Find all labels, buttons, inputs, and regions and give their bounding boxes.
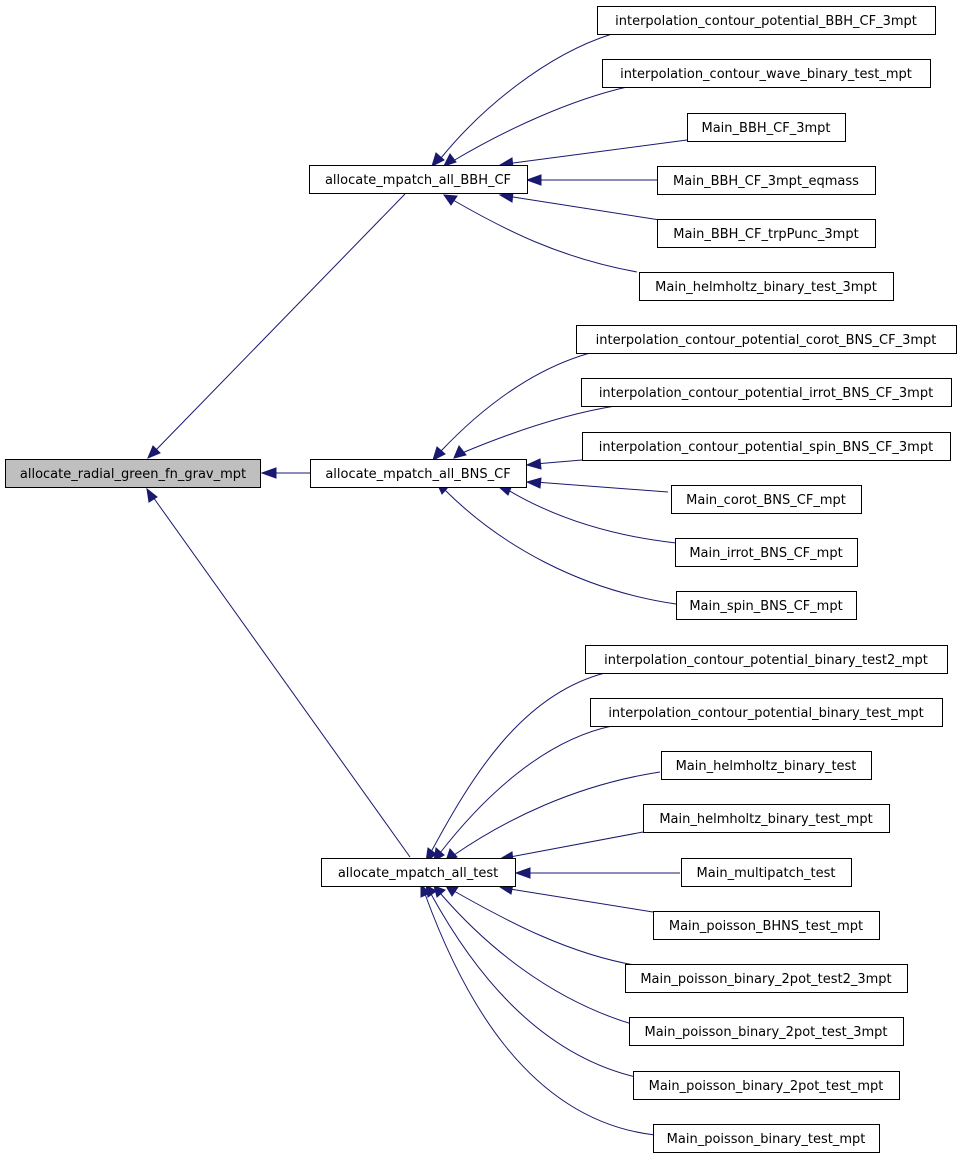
node-test-c1[interactable]: interpolation_contour_potential_binary_t… bbox=[585, 645, 948, 674]
node-test-label: allocate_mpatch_all_test bbox=[338, 866, 498, 881]
arrowhead-test-7 bbox=[445, 885, 459, 897]
node-bns[interactable]: allocate_mpatch_all_BNS_CF bbox=[310, 459, 527, 488]
node-bns-c5-label: Main_irrot_BNS_CF_mpt bbox=[689, 546, 842, 561]
arrowhead-bbh-1 bbox=[431, 152, 445, 167]
arrowhead-test-5 bbox=[514, 867, 531, 879]
edge-test-c7 bbox=[453, 890, 641, 967]
edge-bns-c5 bbox=[507, 489, 677, 544]
node-test-c6[interactable]: Main_poisson_BHNS_test_mpt bbox=[653, 911, 880, 940]
node-root-label: allocate_radial_green_fn_grav_mpt bbox=[20, 467, 246, 482]
edge-test-c4 bbox=[509, 831, 644, 858]
node-bns-c5[interactable]: Main_irrot_BNS_CF_mpt bbox=[675, 538, 858, 567]
node-bns-c4-label: Main_corot_BNS_CF_mpt bbox=[686, 493, 846, 508]
node-test[interactable]: allocate_mpatch_all_test bbox=[321, 858, 516, 887]
node-bns-c6[interactable]: Main_spin_BNS_CF_mpt bbox=[676, 591, 857, 620]
edge-test-c1 bbox=[430, 672, 606, 853]
nodes-layer: allocate_radial_green_fn_grav_mpt alloca… bbox=[5, 6, 957, 1153]
node-bns-c3[interactable]: interpolation_contour_potential_spin_BNS… bbox=[582, 432, 951, 461]
node-bbh-label: allocate_mpatch_all_BBH_CF bbox=[325, 173, 511, 188]
node-test-c9-label: Main_poisson_binary_2pot_test_mpt bbox=[649, 1079, 884, 1094]
node-bbh[interactable]: allocate_mpatch_all_BBH_CF bbox=[309, 165, 528, 194]
node-bns-c6-label: Main_spin_BNS_CF_mpt bbox=[689, 599, 842, 614]
arrowhead-bns-3 bbox=[525, 458, 542, 470]
node-bbh-c2[interactable]: interpolation_contour_wave_binary_test_m… bbox=[602, 59, 931, 88]
node-test-c5-label: Main_multipatch_test bbox=[697, 866, 836, 881]
arrowhead-bbh-6 bbox=[442, 194, 458, 206]
node-bbh-c6-label: Main_helmholtz_binary_test_3mpt bbox=[655, 280, 877, 295]
edge-bns-c6 bbox=[444, 489, 677, 605]
arrowhead-bbh-4 bbox=[525, 174, 542, 186]
node-bns-c1[interactable]: interpolation_contour_potential_corot_BN… bbox=[576, 325, 957, 354]
node-bbh-c1-label: interpolation_contour_potential_BBH_CF_3… bbox=[615, 14, 917, 29]
node-test-c10[interactable]: Main_poisson_binary_test_mpt bbox=[653, 1124, 880, 1153]
arrowhead-bns-1 bbox=[432, 446, 446, 461]
node-bbh-c5[interactable]: Main_BBH_CF_trpPunc_3mpt bbox=[657, 219, 876, 248]
node-bbh-c4-label: Main_BBH_CF_3mpt_eqmass bbox=[673, 174, 859, 189]
edge-test-c6 bbox=[509, 888, 654, 913]
node-bns-c2-label: interpolation_contour_potential_irrot_BN… bbox=[599, 386, 933, 401]
node-bns-c4[interactable]: Main_corot_BNS_CF_mpt bbox=[671, 485, 862, 514]
node-bbh-c6[interactable]: Main_helmholtz_binary_test_3mpt bbox=[639, 272, 894, 301]
node-test-c1-label: interpolation_contour_potential_binary_t… bbox=[604, 653, 928, 668]
node-test-c2[interactable]: interpolation_contour_potential_binary_t… bbox=[590, 698, 943, 727]
node-test-c4[interactable]: Main_helmholtz_binary_test_mpt bbox=[643, 804, 890, 833]
node-test-c2-label: interpolation_contour_potential_binary_t… bbox=[608, 706, 923, 721]
node-bns-label: allocate_mpatch_all_BNS_CF bbox=[325, 467, 510, 482]
edge-bns-c4 bbox=[534, 481, 669, 493]
node-test-c8[interactable]: Main_poisson_binary_2pot_test_3mpt bbox=[629, 1017, 904, 1046]
node-bbh-c3-label: Main_BBH_CF_3mpt bbox=[702, 121, 831, 136]
edge-bns-c1 bbox=[440, 352, 591, 452]
node-test-c3-label: Main_helmholtz_binary_test bbox=[676, 759, 857, 774]
node-root[interactable]: allocate_radial_green_fn_grav_mpt bbox=[5, 459, 261, 488]
edge-test-c10 bbox=[424, 893, 656, 1136]
node-test-c9[interactable]: Main_poisson_binary_2pot_test_mpt bbox=[633, 1071, 900, 1100]
arrowheads-layer bbox=[146, 152, 542, 898]
edge-bbh-to-root bbox=[154, 193, 406, 452]
node-bbh-c1[interactable]: interpolation_contour_potential_BBH_CF_3… bbox=[597, 6, 936, 35]
arrowhead-bbh-2 bbox=[443, 153, 457, 167]
node-test-c7[interactable]: Main_poisson_binary_2pot_test2_3mpt bbox=[625, 964, 908, 993]
node-test-c10-label: Main_poisson_binary_test_mpt bbox=[667, 1132, 866, 1147]
node-bbh-c5-label: Main_BBH_CF_trpPunc_3mpt bbox=[673, 227, 858, 242]
edge-test-c8 bbox=[439, 892, 636, 1026]
node-test-c7-label: Main_poisson_binary_2pot_test2_3mpt bbox=[640, 972, 891, 987]
arrowhead-root-from-bbh bbox=[147, 445, 161, 459]
arrowhead-root-from-bns bbox=[260, 467, 277, 479]
node-test-c5[interactable]: Main_multipatch_test bbox=[681, 858, 852, 887]
edge-bbh-c2 bbox=[452, 86, 628, 162]
edge-bns-c3 bbox=[534, 459, 583, 465]
node-bbh-c2-label: interpolation_contour_wave_binary_test_m… bbox=[620, 67, 912, 82]
edge-test-c3 bbox=[453, 771, 661, 856]
node-test-c3[interactable]: Main_helmholtz_binary_test bbox=[661, 751, 872, 780]
edges-layer bbox=[152, 33, 688, 1136]
edge-test-c2 bbox=[439, 725, 613, 854]
edge-bbh-c6 bbox=[452, 199, 638, 273]
arrowhead-test-10 bbox=[420, 883, 431, 898]
edge-bbh-c5 bbox=[512, 196, 661, 221]
edge-bns-c2 bbox=[461, 405, 616, 454]
node-test-c8-label: Main_poisson_binary_2pot_test_3mpt bbox=[644, 1025, 887, 1040]
arrowhead-bns-4 bbox=[525, 477, 542, 489]
node-test-c4-label: Main_helmholtz_binary_test_mpt bbox=[659, 812, 872, 827]
edge-bbh-c3 bbox=[512, 139, 688, 164]
node-bns-c2[interactable]: interpolation_contour_potential_irrot_BN… bbox=[581, 378, 952, 407]
node-bns-c1-label: interpolation_contour_potential_corot_BN… bbox=[596, 333, 937, 348]
node-bbh-c3[interactable]: Main_BBH_CF_3mpt bbox=[687, 113, 846, 142]
node-bns-c3-label: interpolation_contour_potential_spin_BNS… bbox=[599, 440, 933, 455]
edge-test-c9 bbox=[430, 893, 641, 1079]
edge-bbh-c1 bbox=[440, 33, 613, 159]
node-test-c6-label: Main_poisson_BHNS_test_mpt bbox=[669, 919, 863, 934]
node-bbh-c4[interactable]: Main_BBH_CF_3mpt_eqmass bbox=[657, 166, 876, 195]
edge-test-to-root bbox=[152, 496, 411, 858]
arrowhead-bns-2 bbox=[453, 445, 467, 459]
arrowhead-root-from-test bbox=[146, 487, 158, 503]
